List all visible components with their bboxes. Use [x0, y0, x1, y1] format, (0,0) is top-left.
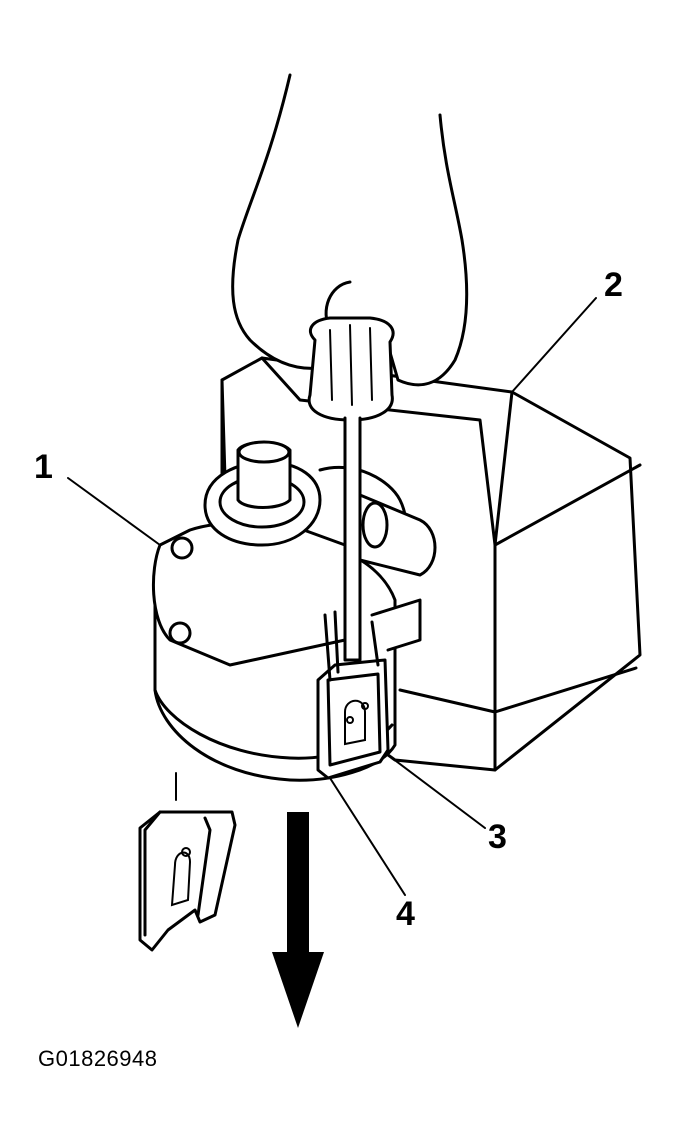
screwdriver — [307, 316, 395, 662]
leader-lines — [67, 297, 597, 896]
retaining-clip — [316, 598, 422, 780]
callout-2: 2 — [604, 266, 623, 304]
callout-1: 1 — [34, 448, 53, 486]
removed-clip — [138, 772, 237, 952]
figure-id: G01826948 — [38, 1046, 158, 1071]
callout-3: 3 — [488, 818, 507, 856]
callout-4: 4 — [396, 895, 415, 933]
removal-direction-arrow — [272, 812, 324, 1028]
